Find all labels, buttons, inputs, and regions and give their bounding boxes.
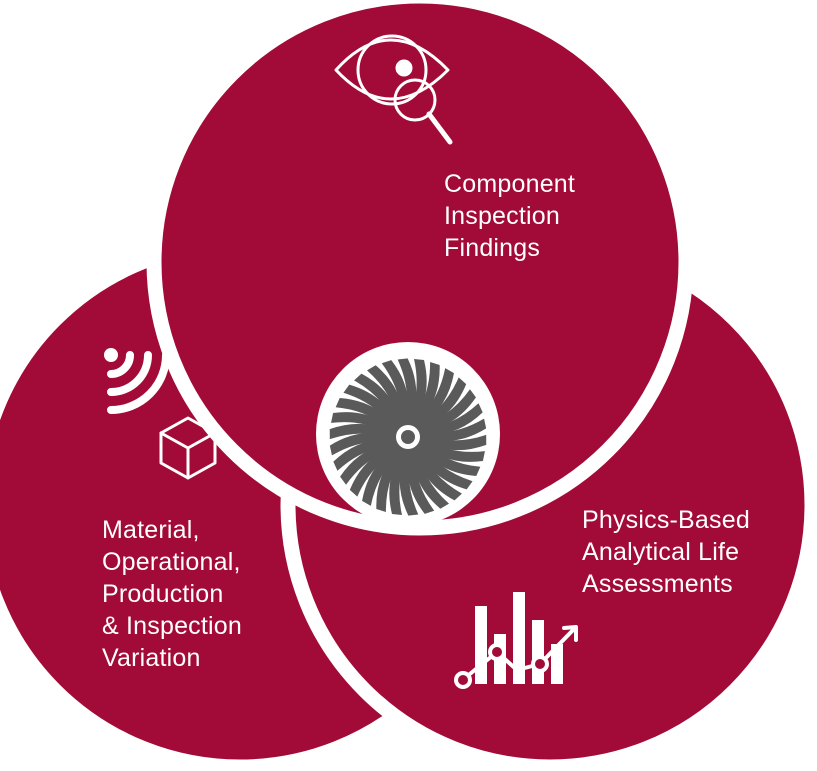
label-component-inspection: Component Inspection Findings [444, 168, 575, 264]
turbine-blade [415, 377, 467, 429]
turbine-blade [343, 384, 398, 432]
label-line: Findings [444, 234, 541, 262]
label-line: Component [444, 170, 576, 198]
turbine-blade [415, 445, 462, 501]
turbine-blade [331, 412, 395, 438]
turbine-blade [420, 439, 481, 477]
label-line: Material, [102, 516, 200, 544]
turbine-blade [409, 361, 440, 425]
label-material-variation: Material, Operational, Production & Insp… [102, 514, 242, 674]
eye-magnifier-icon [334, 34, 453, 145]
turbine-blade [329, 433, 395, 456]
turbine-blade [333, 439, 397, 471]
turbine-blade [397, 358, 417, 423]
label-line: Assessments [582, 570, 733, 598]
turbine-blade [417, 389, 476, 431]
circle-top [146, 0, 694, 536]
turbine-blade [399, 451, 419, 516]
turbine-blade [421, 418, 487, 441]
label-line: Production [102, 580, 224, 608]
turbine-blade [362, 448, 404, 506]
turbine-blade [376, 449, 407, 513]
turbine-blade [367, 365, 404, 427]
turbine-blade [419, 403, 483, 435]
turbine-blade [340, 443, 399, 485]
turbine-fan-icon [329, 358, 487, 516]
turbine-blade [354, 373, 401, 429]
bar-trend-chart-icon [454, 592, 578, 689]
label-line: Inspection [444, 202, 560, 230]
signal-cube-icon [104, 348, 217, 480]
turbine-blade [412, 447, 449, 509]
label-line: Variation [102, 644, 201, 672]
label-physics-based: Physics-Based Analytical Life Assessment… [582, 504, 750, 600]
turbine-blade [381, 360, 409, 425]
turbine-blade [335, 397, 396, 435]
turbine-blade [421, 436, 485, 462]
label-line: & Inspection [102, 612, 242, 640]
label-line: Physics-Based [582, 506, 750, 534]
turbine-blade [418, 442, 473, 490]
turbine-blade [349, 445, 401, 497]
turbine-blade [412, 368, 454, 426]
turbine-blade [407, 449, 435, 514]
label-line: Operational, [102, 548, 241, 576]
label-line: Analytical Life [582, 538, 740, 566]
